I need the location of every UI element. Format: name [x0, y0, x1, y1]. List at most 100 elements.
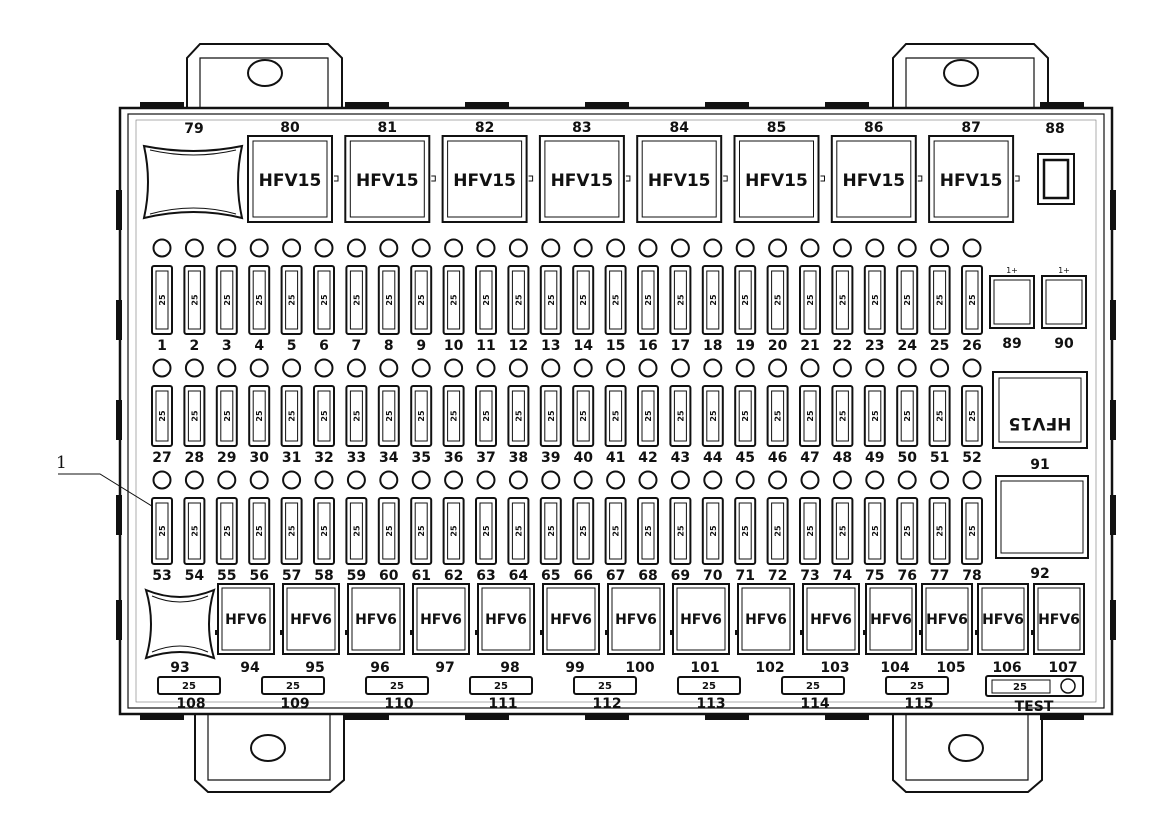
fuse-number: 75: [865, 568, 884, 584]
fuse-body: [410, 385, 433, 447]
fuse-body: [766, 265, 789, 335]
fuse-number: 13: [541, 338, 560, 354]
fuse-rating: 25: [352, 525, 361, 537]
edge-clip: [585, 714, 629, 720]
relay-number: 105: [936, 660, 965, 676]
fuse-test-point: [930, 238, 950, 258]
slot-number: 88: [1045, 121, 1064, 137]
relay-tab: [863, 630, 866, 635]
fuse-number: 46: [768, 450, 787, 466]
fuse-rating: 25: [320, 294, 329, 306]
fuse-rating: 25: [644, 294, 653, 306]
fuse-rating: 25: [598, 681, 612, 692]
fuse-body: [157, 676, 221, 695]
relay-number: 104: [880, 660, 909, 676]
fuse-rating: 25: [774, 294, 783, 306]
fuse-9: 259: [410, 238, 433, 354]
fuse-number: 43: [671, 450, 690, 466]
relay-tab: [975, 630, 978, 635]
fuse-body: [215, 497, 238, 565]
fuse-test-point: [541, 238, 561, 258]
relay-label: HFV6: [225, 612, 267, 628]
fuse-test-point: [508, 358, 528, 378]
fuse-number: 40: [573, 450, 593, 466]
slot-number: 93: [170, 660, 189, 676]
fuse-body: [896, 265, 919, 335]
fuse-body: [151, 385, 173, 447]
fuse-body: [475, 265, 497, 335]
fuse-test-point: [444, 358, 464, 378]
fuse-rating: 25: [903, 294, 912, 306]
fuse-1: 251: [151, 238, 173, 354]
fuse-test-point: [249, 358, 269, 378]
fuse-body: [539, 265, 562, 335]
relay-label: HFV6: [810, 612, 852, 628]
fuse-body: [734, 385, 757, 447]
relay-tab: [1015, 175, 1020, 182]
fuse-number: 72: [768, 568, 787, 584]
fuse-body: [669, 497, 692, 565]
fuse-number: 18: [703, 338, 722, 354]
fuse-rating: 25: [910, 681, 924, 692]
fuse-number: 17: [671, 338, 690, 354]
fuse-body: [604, 265, 627, 335]
fuse-rating: 25: [936, 525, 945, 537]
relay-92: 92: [995, 475, 1089, 582]
fuse-rating: 25: [547, 410, 556, 422]
relay-number: 89: [1002, 336, 1021, 352]
fuse-test-point: [930, 470, 950, 490]
fuse-test-point: [865, 470, 885, 490]
fuse-number: 37: [476, 450, 495, 466]
fuse-test-point: [444, 470, 464, 490]
fuse-test-point: [379, 238, 399, 258]
fuse-rating: 25: [190, 525, 199, 537]
fuse-body: [637, 497, 659, 565]
test-socket: [1060, 678, 1076, 694]
fuse-number: 23: [865, 338, 884, 354]
fuse-test-point: [476, 238, 496, 258]
fuse-test-point: [508, 470, 528, 490]
fuse-number: 21: [800, 338, 819, 354]
fuse-rating: 25: [223, 525, 232, 537]
mounting-bracket-top-left: [186, 43, 343, 110]
fuse-body: [539, 497, 562, 565]
test-fuse-value: 25: [1013, 682, 1027, 693]
fuse-rating: 25: [547, 294, 556, 306]
fuse-8: 258: [377, 238, 400, 354]
relay-label: HFV6: [420, 612, 462, 628]
slot-79: 79: [142, 121, 244, 220]
edge-clip: [1110, 400, 1116, 440]
fuse-test-point: [249, 238, 269, 258]
fuse-test-point: [411, 358, 431, 378]
fuse-body: [604, 497, 627, 565]
fuse-rating: 25: [806, 681, 820, 692]
relay-label: HFV6: [745, 612, 787, 628]
relay-label: HFV15: [356, 171, 419, 191]
relay-tab: [820, 175, 825, 182]
edge-clip: [1040, 714, 1084, 720]
fuse-body: [961, 265, 983, 335]
fuse-test-point: [735, 470, 755, 490]
fuse-body: [377, 497, 400, 565]
fuse-rating: 25: [806, 410, 815, 422]
fuse-number: 42: [638, 450, 657, 466]
fuse-number: 3: [222, 338, 232, 354]
fuse-body: [677, 676, 741, 695]
fuse-number: 9: [416, 338, 426, 354]
edge-clips: [116, 102, 1116, 720]
